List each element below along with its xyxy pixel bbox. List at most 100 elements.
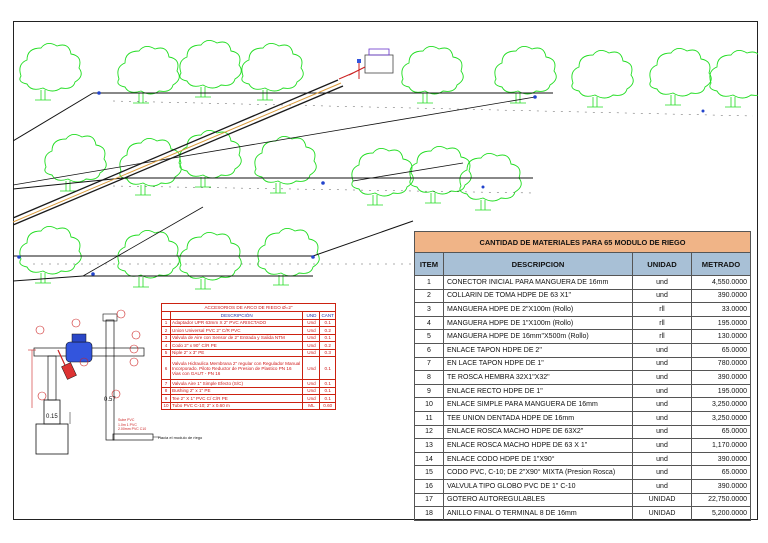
tree-icon [19,43,82,101]
cell-unit: und [632,275,692,290]
detail-legend: Sube PVC 1.0m 1 PVC 2.00mm PVC C10 [118,418,146,432]
cell-unit: und [632,424,692,440]
cell-amount: 5,200.0000 [691,506,751,521]
tree-icon [709,50,758,108]
accessory-unit: Und [302,379,321,388]
cell-amount: 1,170.0000 [691,438,751,453]
tree-icon [19,226,82,284]
accessory-qty: 0.2 [319,326,336,335]
detail-note: Hacia el modulo de riego [158,435,203,440]
cell-item: 13 [414,438,444,453]
cell-amount: 390.0000 [691,478,751,494]
accessory-description: Tubo PVC C-10; 2" x 0.60 m [169,401,304,410]
accessory-qty: 0.2 [319,341,336,350]
cell-item: 18 [414,506,444,521]
tree-icon [351,148,414,206]
valve-detail-drawing [14,300,164,460]
accessory-description: Adaptador UPR 63mm X 2" PVC ARISCTADO [169,318,304,327]
tree-icon [44,134,107,192]
legend-line: 2.00mm PVC C10 [118,427,147,431]
dimension-015: 0.15 [46,414,58,420]
cell-unit: rll [632,302,692,317]
cell-item: 5 [414,329,444,344]
accessory-unit: Und [302,333,321,342]
cell-unit: UNIDAD [632,506,692,521]
accessory-number: 3 [161,333,171,342]
accessory-unit: Und [302,348,321,357]
accessory-unit: Und [302,356,321,380]
cell-item: 4 [414,315,444,331]
accessory-unit: Und [302,394,321,403]
cell-amount: 390.0000 [691,451,751,467]
cell-item: 17 [414,492,444,508]
accessory-description: Tee 2" X 1" PVC C/ C/R PE [169,394,304,403]
accessory-number: 7 [161,379,171,388]
col-header-description: DESCRIPCION [443,252,633,276]
tree-icon [119,138,182,196]
cell-item: 11 [414,410,444,426]
cell-unit: rll [632,315,692,331]
accessory-number: 5 [161,348,171,357]
accessory-number: 6 [161,356,171,380]
accessory-description: Niple 2" x 3" PE [169,348,304,357]
cell-description: MANGUERA HDPE DE 1"X100m (Rollo) [443,315,633,331]
cell-description: ENLACE ROSCA MACHO HDPE DE 63 X 1" [443,438,633,453]
cell-description: EN LACE TAPON HDPE DE 1" [443,356,633,372]
dimension-057: 0.57 [104,397,116,403]
cell-amount: 33.0000 [691,302,751,317]
cell-description: TEE UNION DENTADA HDPE DE 16mm [443,410,633,426]
cell-amount: 390.0000 [691,288,751,304]
tree-icon [649,48,712,106]
accessory-qty: 0.1 [319,394,336,403]
cell-item: 10 [414,397,444,412]
accessory-description: Union Universal PVC 2" C/R PVC [169,326,304,335]
accessory-number: 2 [161,326,171,335]
cell-unit: und [632,356,692,372]
cell-amount: 65.0000 [691,424,751,440]
accessory-description: Bushing 2" x 1" PE [169,386,304,395]
cell-description: ENLACE ROSCA MACHO HDPE DE 63X2" [443,424,633,440]
col-header-item: ITEM [414,252,444,276]
accessory-qty: 0.60 [319,401,336,410]
accessory-unit: ML [302,401,321,410]
materials-table: CANTIDAD DE MATERIALES PARA 65 MODULO DE… [414,231,751,521]
cell-unit: und [632,397,692,412]
cell-amount: 3,250.0000 [691,410,751,426]
cell-amount: 65.0000 [691,465,751,480]
cell-amount: 195.0000 [691,383,751,399]
cell-unit: und [632,370,692,385]
tree-icon [254,136,317,194]
tree-icon [179,130,242,188]
cell-item: 7 [414,356,444,372]
tree-icon [117,230,180,288]
tree-icon [571,50,634,108]
accessory-qty: 0.3 [319,348,336,357]
accessory-description: Codo 2" x 90° C/R PE [169,341,304,350]
cell-unit: und [632,410,692,426]
cell-unit: und [632,342,692,358]
cell-unit: und [632,465,692,480]
accessory-qty: 0.1 [319,318,336,327]
cell-unit: und [632,288,692,304]
accessory-unit: Und [302,341,321,350]
accessory-qty: 0.1 [319,379,336,388]
cell-amount: 390.0000 [691,370,751,385]
cell-description: TE ROSCA HEMBRA 32X1"X32" [443,370,633,385]
accessory-description: Valvula Aire 1" Simple Efecto (S/C) [169,379,304,388]
accessory-description: Valvula de Aire con Sensor de 2" Entrada… [169,333,304,342]
cell-item: 14 [414,451,444,467]
